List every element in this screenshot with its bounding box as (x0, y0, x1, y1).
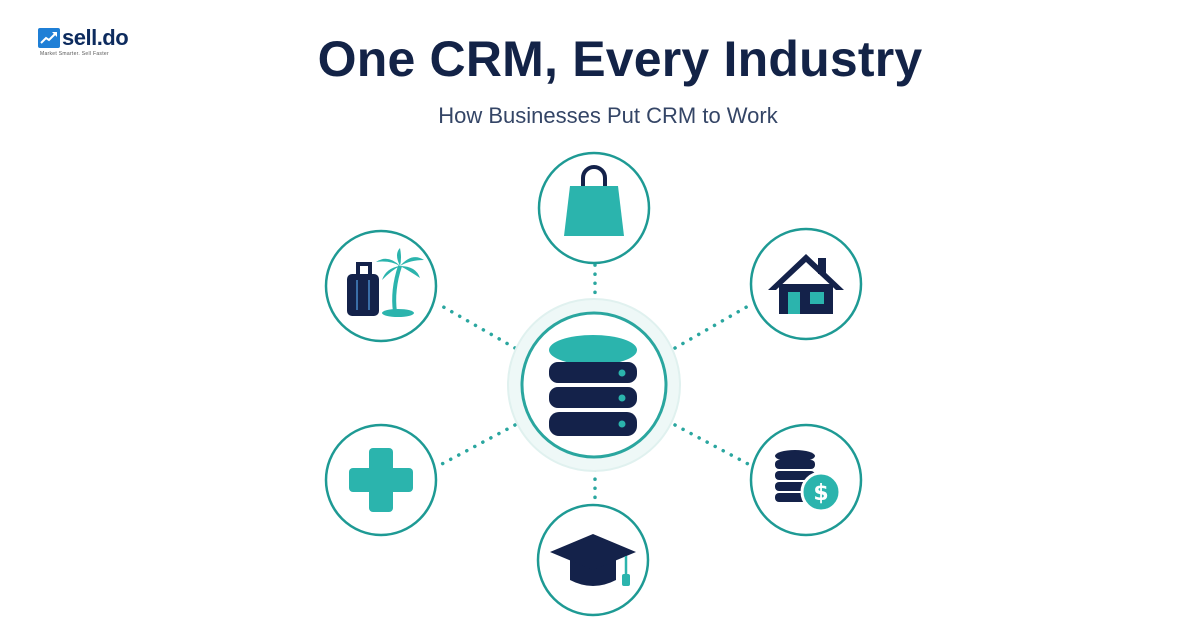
connectors (438, 263, 752, 507)
shopping-bag-icon (564, 165, 624, 236)
luggage-palm-tree-icon (347, 248, 424, 317)
connector-travel (438, 303, 517, 350)
node-healthcare (324, 423, 438, 537)
connector-healthcare (438, 423, 517, 467)
node-travel (324, 229, 438, 343)
hub (507, 298, 681, 472)
brand-logo[interactable]: sell.do Market Smarter. Sell Faster (38, 25, 138, 60)
growth-arrow-icon (38, 28, 60, 48)
page-title: One CRM, Every Industry (317, 31, 923, 87)
node-retail (537, 151, 651, 265)
medical-cross-icon (349, 448, 413, 512)
node-finance: $ (749, 423, 863, 537)
node-education (536, 503, 650, 617)
coin-stack-dollar-icon: $ (775, 450, 842, 513)
page-subtitle: How Businesses Put CRM to Work (438, 103, 778, 128)
graduation-cap-icon (550, 534, 636, 586)
node-real-estate (749, 227, 863, 341)
connector-finance (673, 423, 752, 467)
database-icon (549, 335, 637, 436)
svg-text:$: $ (813, 481, 828, 506)
brand-tagline: Market Smarter. Sell Faster (40, 51, 109, 57)
house-icon (768, 254, 844, 314)
connector-real-estate (673, 303, 752, 350)
brand-name: sell.do (62, 25, 129, 50)
